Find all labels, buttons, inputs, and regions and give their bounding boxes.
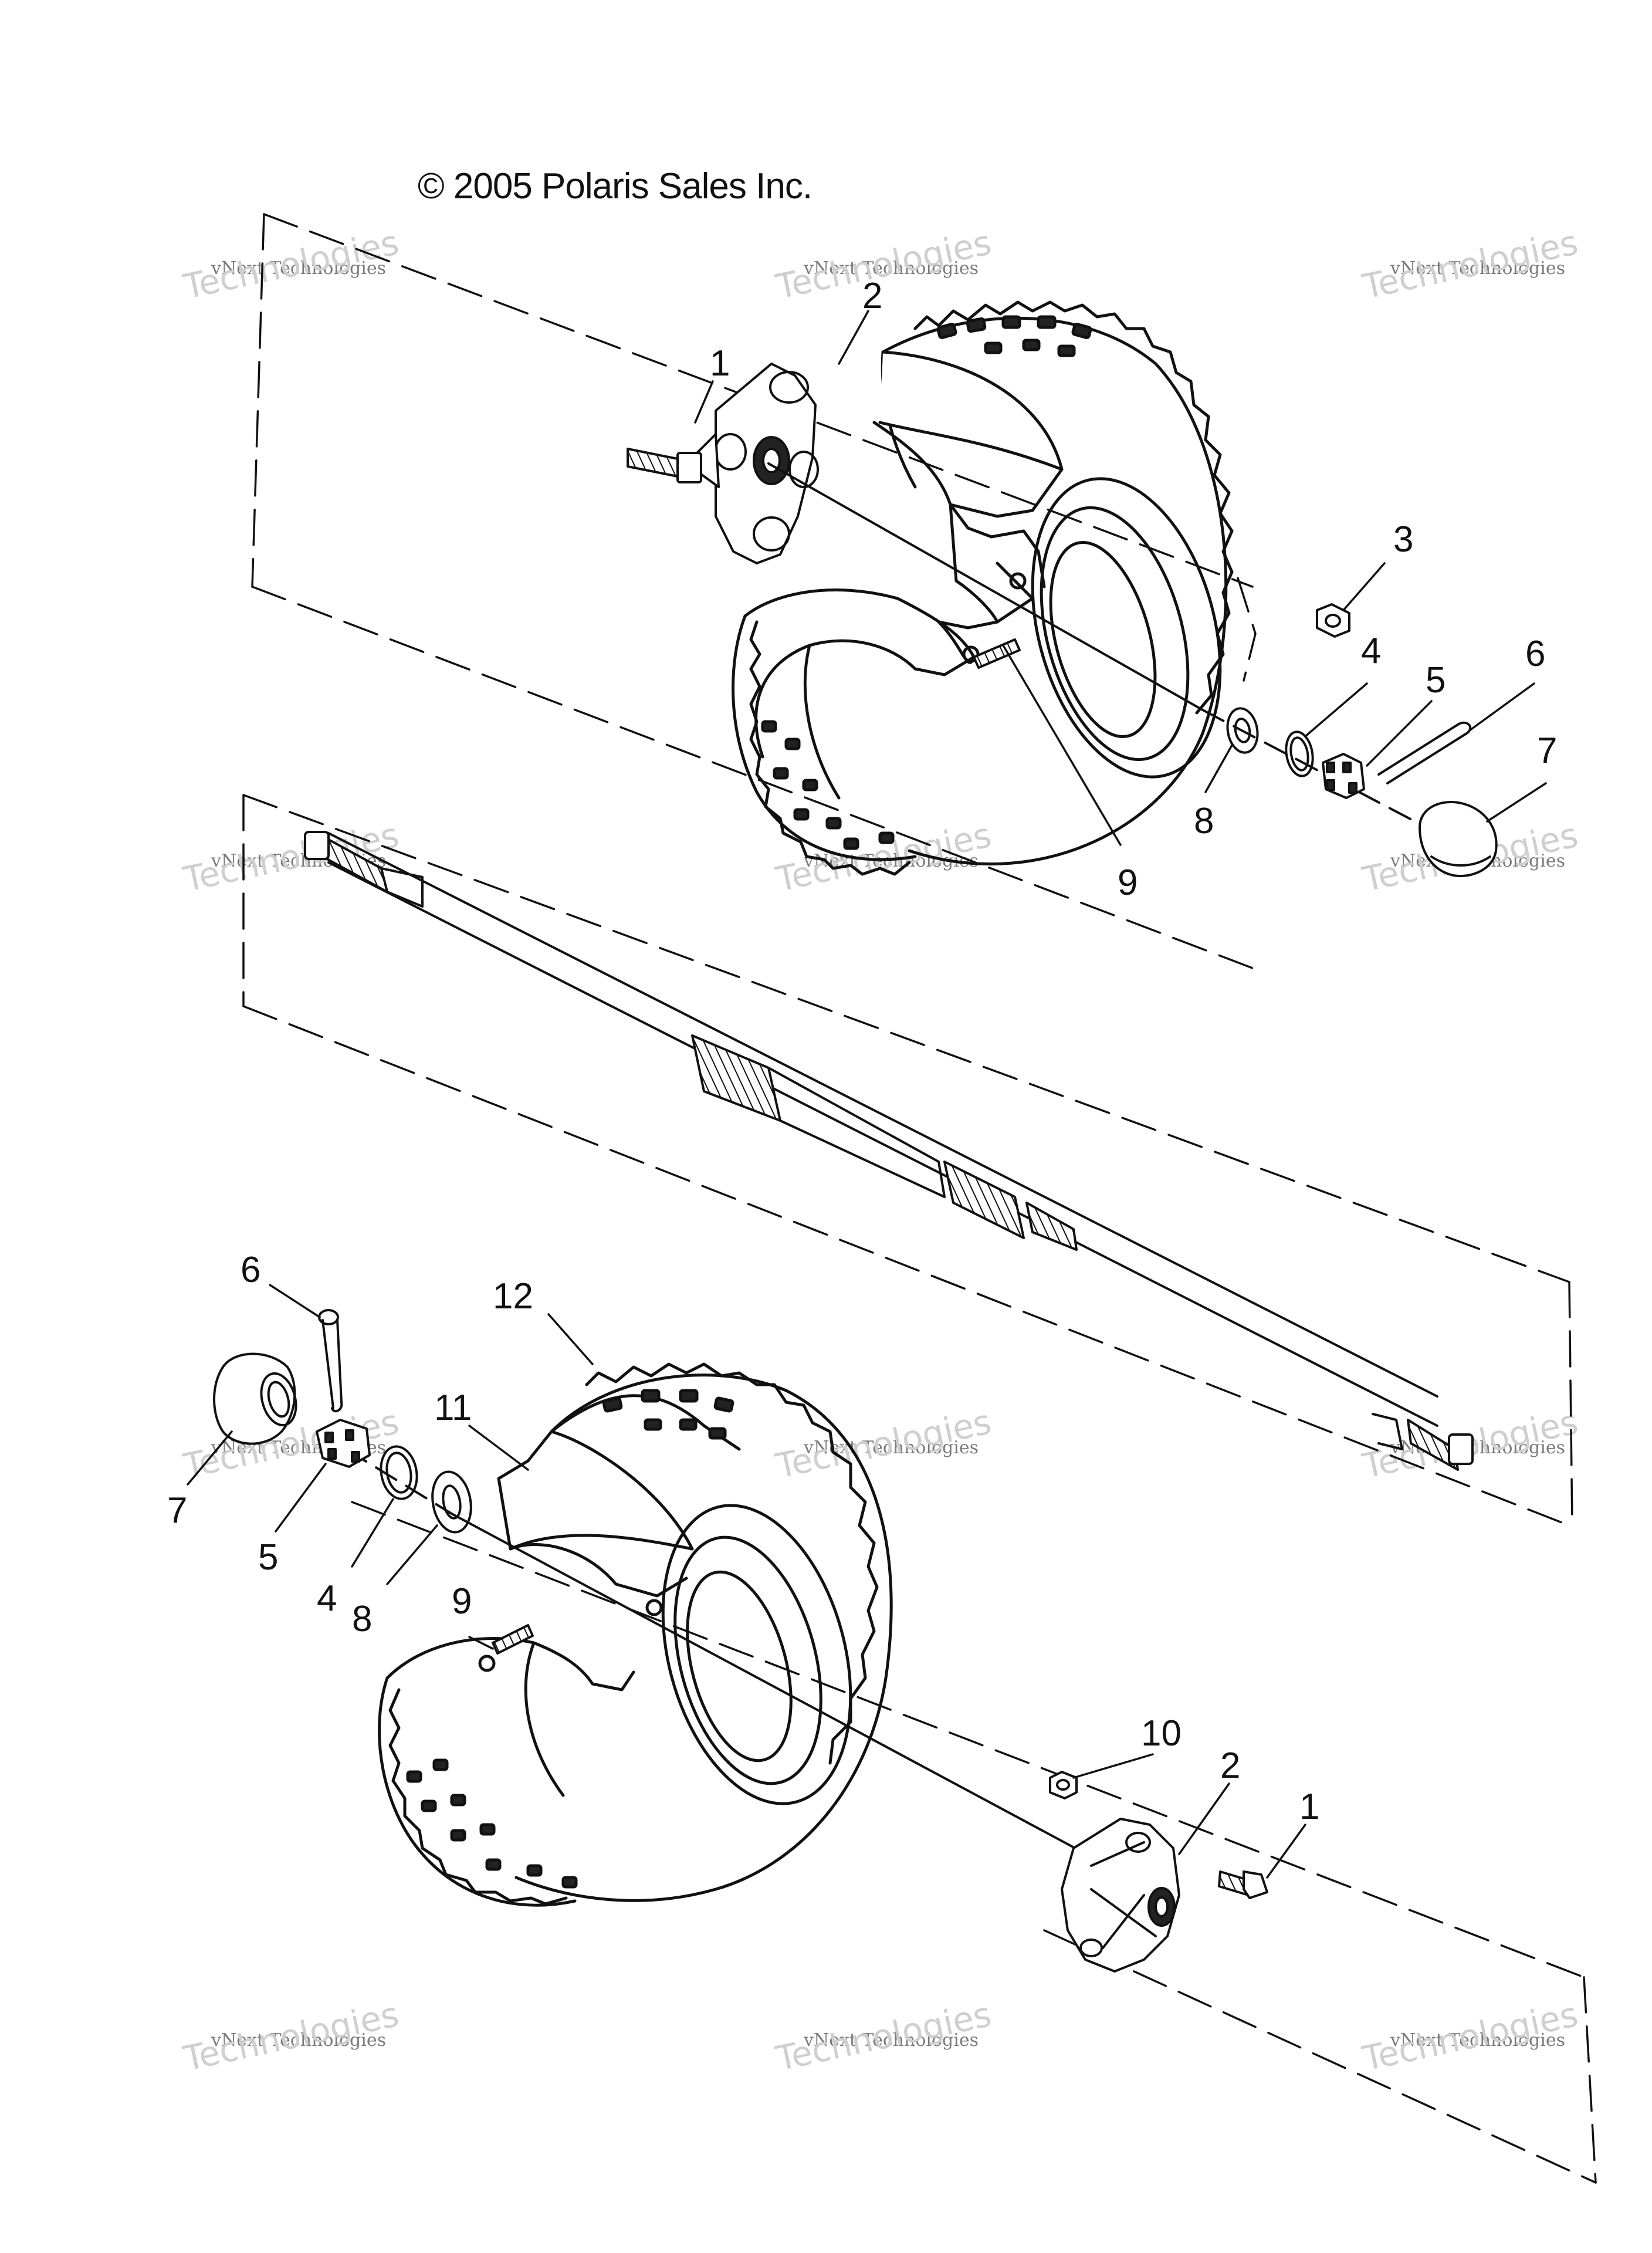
copyright-text: © 2005 Polaris Sales Inc. (418, 166, 813, 207)
top-stud (973, 638, 1021, 669)
callout-top-2: 2 (862, 276, 882, 316)
callout-bottom-8: 8 (352, 1599, 372, 1639)
bottom-assembly-boundary (351, 1501, 1597, 2184)
bottom-castle-nut (316, 1419, 371, 1468)
bottom-wheel (378, 1362, 893, 1907)
bottom-stud (492, 1624, 534, 1655)
callout-bottom-9: 9 (452, 1581, 472, 1622)
callout-top-7: 7 (1537, 730, 1557, 771)
bottom-nut (1049, 1771, 1078, 1799)
top-assembly-boundary (251, 213, 1257, 969)
callout-top-9: 9 (1118, 862, 1138, 903)
leader-lines (187, 310, 1547, 1879)
callout-bottom-2: 2 (1220, 1745, 1240, 1786)
bottom-oring (380, 1445, 418, 1500)
top-wheel (732, 300, 1234, 876)
top-cotter-pin (1377, 721, 1472, 784)
axle (304, 831, 1474, 1471)
callout-bottom-4: 4 (317, 1578, 337, 1619)
callout-bottom-1: 1 (1299, 1787, 1319, 1827)
bottom-cotter-pin (318, 1309, 343, 1413)
top-oring (1285, 730, 1314, 777)
callout-bottom-10: 10 (1141, 1713, 1182, 1754)
bottom-cap (213, 1352, 297, 1445)
callout-bottom-12: 12 (493, 1276, 533, 1317)
top-washer (1226, 707, 1259, 754)
top-castle-nut (1322, 753, 1365, 799)
bottom-hub (1061, 1818, 1180, 1973)
callouts: 1 2 3 4 5 6 7 8 9 6 12 11 7 5 4 8 9 10 2… (167, 276, 1557, 1827)
callout-top-4: 4 (1361, 631, 1381, 671)
top-nut (1316, 603, 1350, 638)
top-hub (685, 363, 819, 564)
callout-bottom-6: 6 (241, 1250, 260, 1290)
callout-top-3: 3 (1393, 519, 1413, 560)
callout-bottom-11: 11 (434, 1388, 472, 1428)
axle-boundary (242, 794, 1573, 1527)
callout-top-5: 5 (1426, 660, 1446, 701)
callout-bottom-5: 5 (258, 1537, 278, 1578)
callout-top-8: 8 (1194, 801, 1214, 841)
callout-top-1: 1 (710, 343, 730, 384)
callout-bottom-7: 7 (167, 1490, 187, 1531)
top-bolt (627, 448, 702, 483)
callout-top-6: 6 (1525, 634, 1545, 674)
bottom-washer (431, 1470, 472, 1534)
top-cap (1419, 800, 1498, 878)
bottom-bolt (1218, 1870, 1268, 1899)
